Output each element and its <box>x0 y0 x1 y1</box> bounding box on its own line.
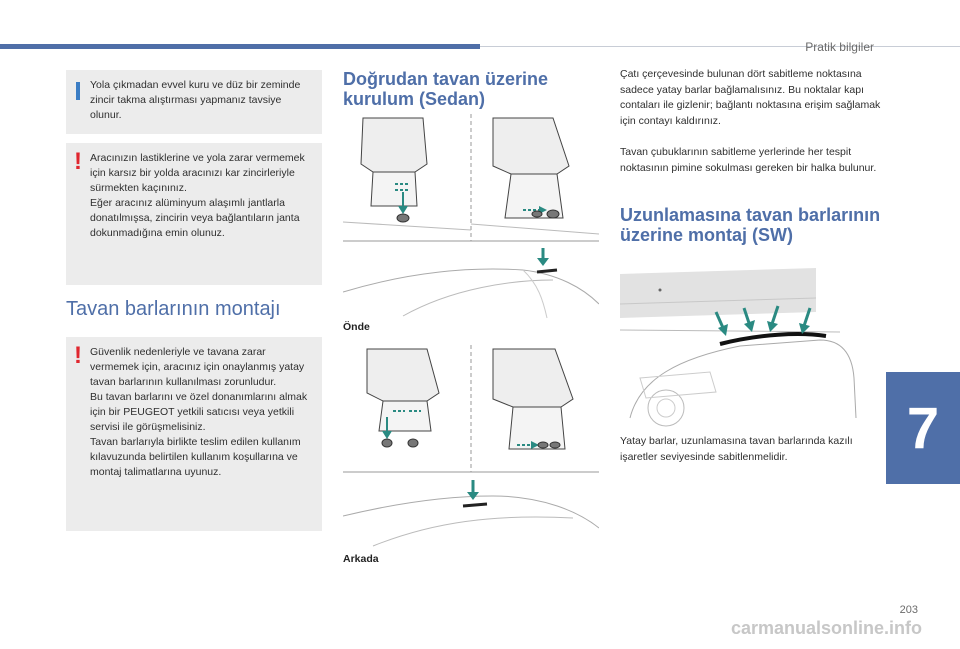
header-accent-bar <box>0 44 480 49</box>
watermark: carmanualsonline.info <box>730 618 922 638</box>
warning-box-chains: ! Aracınızın lastiklerine ve yola zarar … <box>66 143 322 285</box>
sedan-roof-rear-sketch <box>343 480 599 547</box>
caption-rear: Arkada <box>343 553 379 565</box>
header-divider <box>480 46 960 47</box>
warning-text: Bu tavan barlarını ve özel donanımlarını… <box>90 391 308 433</box>
info-note-box: Yola çıkmadan evvel kuru ve düz bir zemi… <box>66 70 322 134</box>
info-note-text: Yola çıkmadan evvel kuru ve düz bir zemi… <box>90 79 301 121</box>
fixing-points-paragraph: Çatı çerçevesinde bulunan dört sabitleme… <box>620 68 881 127</box>
caption-front: Önde <box>343 321 370 333</box>
section-title: Pratik bilgiler <box>805 40 874 54</box>
sw-roof-rails-illustration <box>620 268 857 427</box>
warning-icon: ! <box>74 148 82 175</box>
front-mount-illustration <box>343 114 599 242</box>
rear-mount-illustration <box>343 345 599 473</box>
sw-paragraph: Yatay barlar, uzunlamasına tavan barları… <box>620 435 853 463</box>
sedan-heading: Doğrudan tavan üzerine kurulum (Sedan) <box>343 69 549 109</box>
section-heading: Tavan barlarının montajı <box>66 298 281 320</box>
warning-text: Eğer aracınız alüminyum alaşımlı jantlar… <box>90 197 300 239</box>
chapter-tab: 7 <box>886 372 960 484</box>
sedan-roof-front-sketch <box>343 248 599 319</box>
warning-box-roof-bars: ! Güvenlik nedenleriyle ve tavana zarar … <box>66 337 322 531</box>
warning-text: Aracınızın lastiklerine ve yola zarar ve… <box>90 152 305 194</box>
info-icon <box>76 82 80 100</box>
warning-text: Tavan barlarıyla birlikte teslim edilen … <box>90 436 301 478</box>
sw-heading: Uzunlamasına tavan barlarının üzerine mo… <box>620 205 881 245</box>
warning-icon: ! <box>74 342 82 369</box>
page-number: 203 <box>899 604 918 616</box>
rings-paragraph: Tavan çubuklarının sabitleme yerlerinde … <box>620 146 877 174</box>
warning-text: Güvenlik nedenleriyle ve tavana zarar ve… <box>90 346 305 388</box>
